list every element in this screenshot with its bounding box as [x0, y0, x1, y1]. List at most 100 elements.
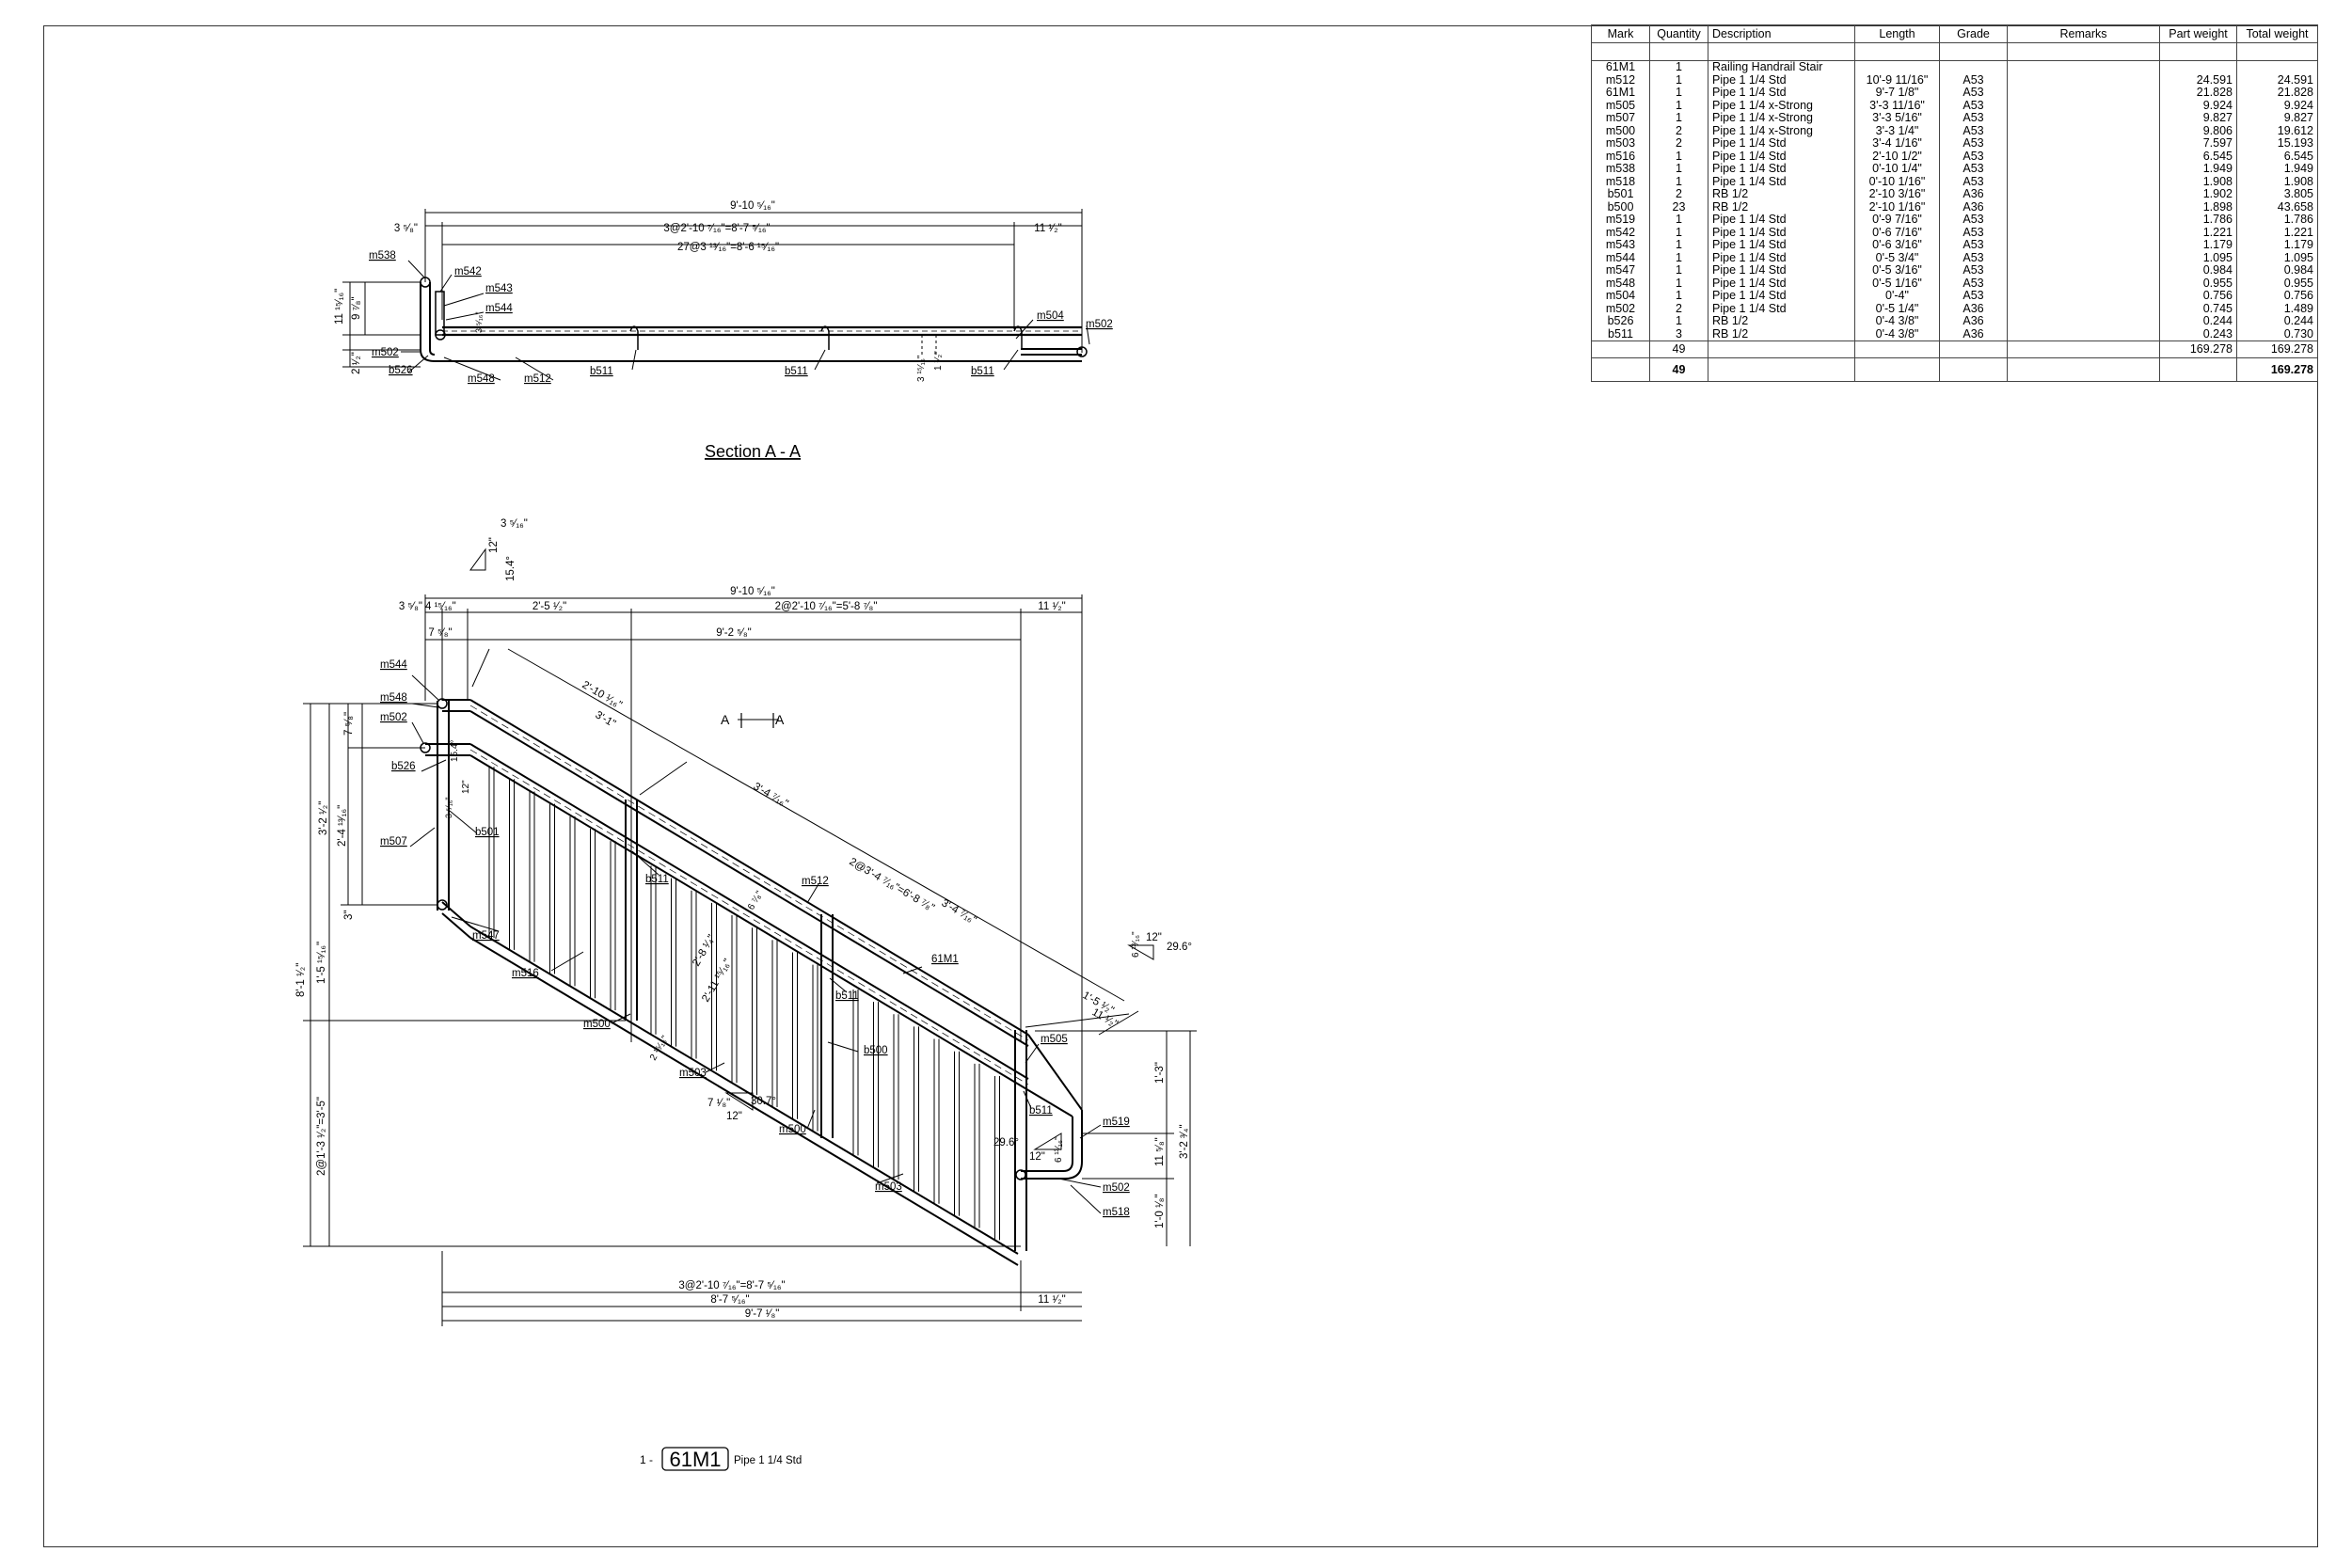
section-annotations: 9'-10 ⁵⁄₁₆" 3@2'-10 ⁷⁄₁₆"=8'-7 ⁵⁄₁₆" 3 ⁵…	[334, 200, 1113, 461]
subtotal-qty: 49	[1649, 341, 1708, 358]
dim-text: 2'-10 ¹⁄₁₆"	[580, 679, 625, 711]
col-header-description: Description	[1708, 24, 1855, 43]
part-mark: m512	[802, 876, 829, 887]
dim-text: 3@2'-10 ⁷⁄₁₆"=8'-7 ⁵⁄₁₆"	[663, 223, 770, 234]
cell-grade: A53	[1939, 214, 2008, 227]
cell-description: Pipe 1 1/4 Std	[1708, 226, 1855, 239]
bom-spacer-row	[1591, 42, 2318, 61]
cell-length: 9'-7 1/8"	[1854, 87, 1940, 100]
part-mark: b526	[391, 761, 416, 772]
part-mark: m519	[1103, 1117, 1130, 1128]
dim-text: 8'-1 ¹⁄₂"	[295, 963, 307, 997]
dim-text: 11 ¹⁵⁄₁₆"	[334, 289, 345, 325]
cell-total-weight: 24.591	[2236, 73, 2318, 87]
dim-text: 3 ⁵⁄₈"	[399, 601, 422, 612]
cell-mark: 61M1	[1591, 60, 1650, 74]
cell-total-weight: 0.730	[2236, 327, 2318, 341]
part-mark: b511	[590, 366, 613, 377]
cell-remarks	[2007, 290, 2160, 303]
cell-grade: A36	[1939, 188, 2008, 201]
cell-length: 0'-9 7/16"	[1854, 214, 1940, 227]
col-header-part-weight: Part weight	[2159, 24, 2237, 43]
cell-remarks	[2007, 124, 2160, 137]
cell-grade: A53	[1939, 175, 2008, 188]
cell-length: 3'-4 1/16"	[1854, 137, 1940, 150]
cell-grade: A53	[1939, 163, 2008, 176]
cell-description: Pipe 1 1/4 Std	[1708, 302, 1855, 315]
col-header-grade: Grade	[1939, 24, 2008, 43]
dim-text: 9'-10 ⁵⁄₁₆"	[730, 586, 775, 597]
cell-total-weight: 1.095	[2236, 251, 2318, 264]
cell-length: 0'-10 1/16"	[1854, 175, 1940, 188]
col-header-quantity: Quantity	[1649, 24, 1708, 43]
cell-description: Pipe 1 1/4 x-Strong	[1708, 112, 1855, 125]
cell-quantity: 1	[1649, 277, 1708, 290]
cell-mark: b526	[1591, 315, 1650, 328]
cell-quantity: 2	[1649, 188, 1708, 201]
cell-total-weight: 15.193	[2236, 137, 2318, 150]
cell-quantity: 1	[1649, 175, 1708, 188]
cell-description: Pipe 1 1/4 Std	[1708, 150, 1855, 163]
cell-description: Pipe 1 1/4 Std	[1708, 251, 1855, 264]
dim-text: 7 ⁵⁄₈"	[343, 712, 355, 736]
cell-description: Pipe 1 1/4 Std	[1708, 137, 1855, 150]
cell-quantity: 1	[1649, 214, 1708, 227]
cell-mark: b500	[1591, 200, 1650, 214]
cell-mark: m548	[1591, 277, 1650, 290]
slope-rise: 7 ¹⁄₈"	[707, 1098, 730, 1109]
cell-quantity: 1	[1649, 264, 1708, 277]
dim-text: 6 ⁷⁄₈"	[746, 889, 765, 911]
cell-part-weight: 0.955	[2159, 277, 2237, 290]
slope-run: 12"	[1146, 932, 1162, 943]
part-mark: m542	[454, 266, 482, 277]
cell-quantity: 1	[1649, 239, 1708, 252]
cell-part-weight: 1.902	[2159, 188, 2237, 201]
cell-total-weight: 9.924	[2236, 99, 2318, 112]
cell-description: Pipe 1 1/4 Std	[1708, 214, 1855, 227]
cell-total-weight: 3.805	[2236, 188, 2318, 201]
cell-remarks	[2007, 200, 2160, 214]
slope-rise: 6 ¹³⁄₁₆"	[1054, 1136, 1064, 1163]
part-mark: m512	[524, 373, 551, 385]
cell-grade: A53	[1939, 239, 2008, 252]
cell-grade: A53	[1939, 290, 2008, 303]
dim-text: 11 ⁵⁄₈"	[1154, 1137, 1166, 1166]
col-header-remarks: Remarks	[2007, 24, 2160, 43]
dim-text: 3'-2 ¹⁄₂"	[318, 801, 329, 835]
part-mark: m502	[380, 712, 407, 723]
cell-total-weight: 43.658	[2236, 200, 2318, 214]
cell-total-weight: 1.786	[2236, 214, 2318, 227]
part-mark: m518	[1103, 1207, 1130, 1218]
part-mark: m500	[779, 1124, 806, 1135]
cell-total-weight: 0.955	[2236, 277, 2318, 290]
cell-part-weight: 0.756	[2159, 290, 2237, 303]
dim-text: 3 ¹⁵⁄₁₆"	[916, 355, 927, 382]
cell-quantity: 1	[1649, 73, 1708, 87]
cell-quantity: 1	[1649, 87, 1708, 100]
part-mark: m544	[380, 659, 407, 671]
drawing-sheet-border	[43, 25, 2318, 1547]
cell-part-weight: 6.545	[2159, 150, 2237, 163]
cell-mark: m516	[1591, 150, 1650, 163]
cell-length: 3'-3 5/16"	[1854, 112, 1940, 125]
cell-remarks	[2007, 175, 2160, 188]
dim-text: 11 ¹⁄₂"	[1038, 601, 1065, 612]
cell-remarks	[2007, 73, 2160, 87]
part-mark: m500	[583, 1019, 611, 1030]
dim-text: 1'-0 ¹⁄₈"	[1154, 1194, 1166, 1228]
cell-mark: m538	[1591, 163, 1650, 176]
cell-part-weight: 1.179	[2159, 239, 2237, 252]
cell-mark: m519	[1591, 214, 1650, 227]
cell-length: 0'-6 7/16"	[1854, 226, 1940, 239]
cell-mark: m512	[1591, 73, 1650, 87]
cell-grade: A53	[1939, 264, 2008, 277]
assembly-mark-box	[661, 1447, 729, 1471]
cell-total-weight: 1.908	[2236, 175, 2318, 188]
cell-total-weight: 19.612	[2236, 124, 2318, 137]
